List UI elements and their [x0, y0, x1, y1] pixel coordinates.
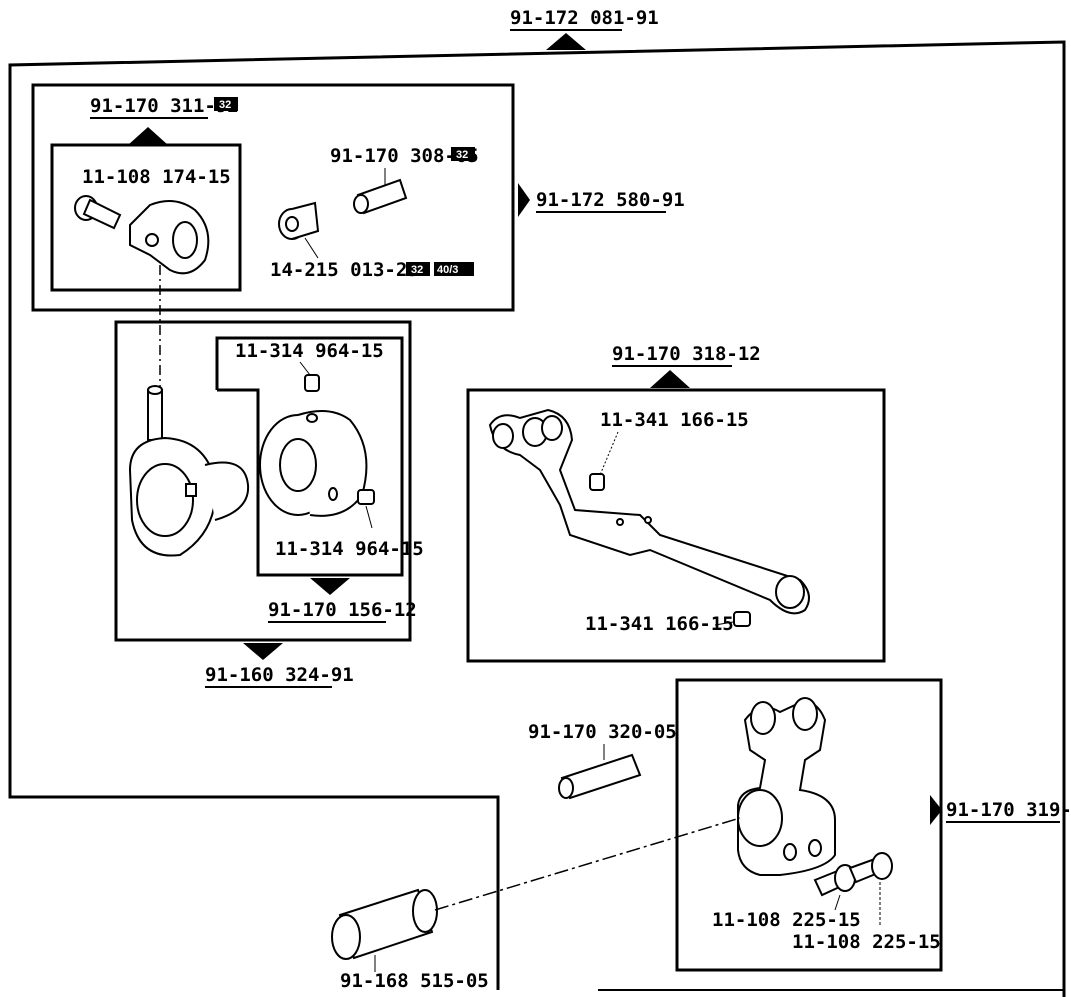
box-sub-assembly-a: [31, 83, 515, 312]
badge-3: 32: [411, 264, 423, 276]
screw-2b-part: [848, 852, 893, 884]
setscrew-a2-part: [357, 489, 375, 505]
label-lever: 91-170 318-12: [612, 343, 761, 365]
badge-box-1: [214, 97, 238, 111]
badge-box-2: [451, 147, 475, 161]
arrow-right-bracket: [930, 795, 942, 825]
label-screw-2b: 11-108 225-15: [792, 931, 941, 953]
crank-part: [128, 385, 250, 557]
leader-bearing: [304, 237, 319, 259]
collar-part: [259, 410, 368, 517]
box-collar: [215, 336, 404, 577]
label-assembly-right-1: 91-172 580-91: [536, 189, 685, 211]
label-collar: 91-170 156-12: [268, 599, 417, 621]
arrow-right-1: [518, 183, 530, 217]
leader-setscrew-b1: [599, 431, 619, 476]
setscrew-a1-part: [304, 374, 320, 392]
arrow-up-sub-a: [128, 127, 168, 145]
box-screw-clamp: [50, 143, 242, 292]
leader-setscrew-b2: [714, 621, 734, 626]
box-lever: [466, 388, 886, 663]
label-bracket: 91-170 319-12: [946, 799, 1071, 821]
arrow-down-collar: [310, 578, 350, 595]
leader-setscrew-a2: [365, 505, 373, 529]
label-screw-1: 11-108 174-15: [82, 166, 231, 188]
badge-4: 40/3: [437, 264, 458, 276]
bracket-part: [737, 697, 836, 876]
setscrew-b1-part: [589, 473, 605, 491]
clamp-part: [129, 200, 210, 275]
bearing-part: [278, 201, 320, 240]
screw-2a-part: [813, 864, 856, 897]
label-screw-2a: 11-108 225-15: [712, 909, 861, 931]
label-setscrew-b2: 11-341 166-15: [585, 613, 734, 635]
label-setscrew-b1: 11-341 166-15: [600, 409, 749, 431]
label-pin-2: 91-170 320-05: [528, 721, 677, 743]
label-pin-1: 91-170 308-05: [330, 145, 479, 167]
leader-setscrew-a1: [299, 361, 311, 376]
arrow-up-top: [546, 33, 586, 50]
label-bearing: 14-215 013-23: [270, 259, 419, 281]
pin-2-part: [558, 753, 642, 800]
arrow-up-lever: [650, 370, 690, 388]
badge-2: 32: [456, 149, 468, 161]
label-setscrew-a2: 11-314 964-15: [275, 538, 424, 560]
leader-screw-2a: [834, 894, 841, 911]
setscrew-b2-part: [733, 611, 751, 627]
badge-box-3: [406, 262, 430, 276]
label-setscrew-a1: 11-314 964-15: [235, 340, 384, 362]
label-crank-assembly: 91-160 324-91: [205, 664, 354, 686]
sleeve-part: [331, 888, 438, 960]
label-top-assembly: 91-172 081-91: [510, 7, 659, 29]
pin-1-part: [353, 178, 408, 215]
label-sleeve: 91-168 515-05: [340, 970, 489, 992]
outer-assembly-border: [8, 40, 1066, 997]
screw-1-part: [74, 195, 122, 230]
center-line-sleeve: [434, 817, 741, 911]
box-bracket: [675, 678, 943, 972]
lever-part: [488, 408, 810, 615]
box-crank-assembly: [114, 320, 412, 642]
badge-box-4: [434, 262, 474, 276]
badge-1: 32: [219, 99, 231, 111]
label-sub-assembly-a: 91-170 311-92: [90, 95, 239, 117]
arrow-down-crank: [243, 643, 283, 660]
